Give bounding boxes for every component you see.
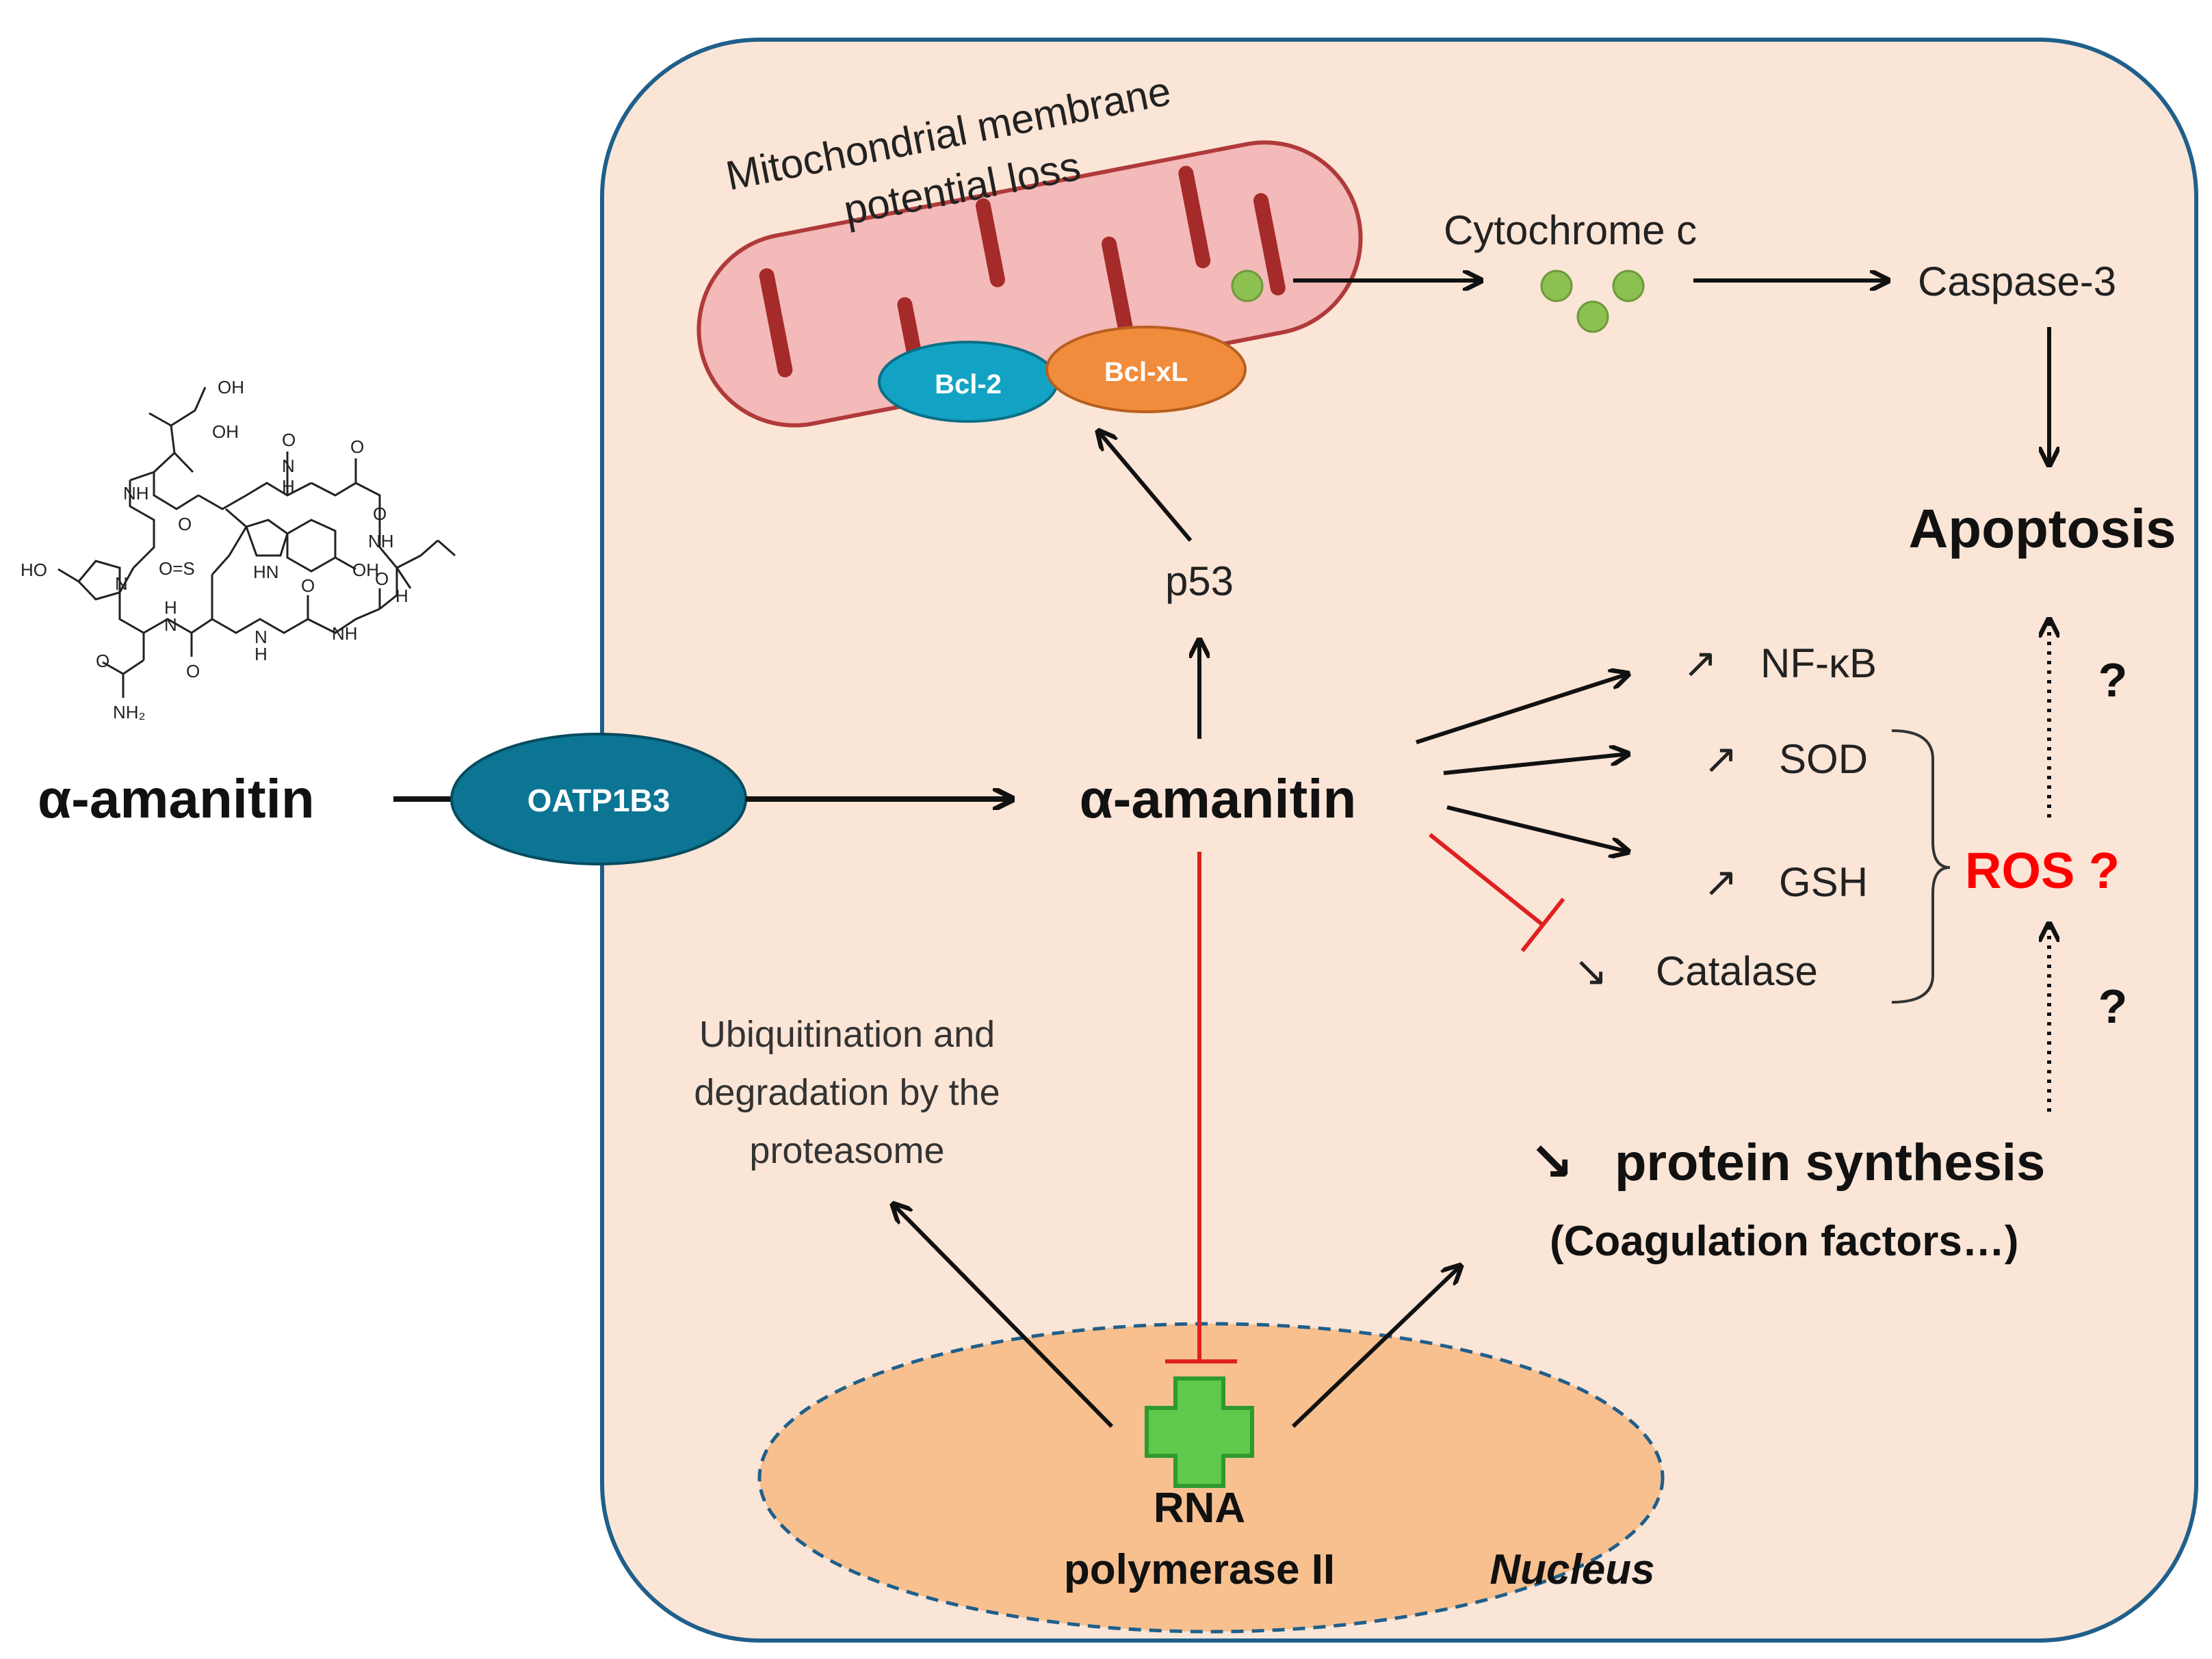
- svg-text:N: N: [255, 627, 268, 647]
- question-mark-top: ?: [2098, 653, 2128, 707]
- amanitin-chemical-structure: OH OH NH N H HO N O=S HN OH NH H N H N H…: [21, 377, 456, 722]
- svg-text:O=S: O=S: [159, 558, 195, 579]
- svg-text:O: O: [375, 569, 389, 589]
- sod-up-arrow-icon: ↗: [1704, 736, 1738, 782]
- svg-text:HO: HO: [21, 560, 47, 580]
- ubiquitination-line3: proteasome: [749, 1130, 944, 1171]
- nucleus-label: Nucleus: [1489, 1546, 1654, 1593]
- catalase-down-arrow-icon: ↘: [1574, 948, 1608, 994]
- arrow-p53-to-bcl: [1098, 431, 1193, 542]
- svg-text:OH: OH: [352, 560, 379, 580]
- svg-text:O: O: [350, 436, 364, 457]
- svg-text:O: O: [186, 661, 200, 681]
- apoptosis-label: Apoptosis: [1908, 498, 2176, 559]
- amanitin-outside-label: α-amanitin: [38, 768, 315, 829]
- p53-label: p53: [1165, 558, 1234, 604]
- svg-text:H: H: [164, 597, 177, 618]
- mitochondrion: [697, 140, 1363, 428]
- catalase-label: Catalase: [1656, 948, 1818, 994]
- svg-text:OH: OH: [212, 421, 239, 442]
- arrow-to-nfkb: [1416, 674, 1628, 744]
- bclxl-protein: [1045, 326, 1247, 413]
- svg-text:O: O: [178, 514, 192, 534]
- bcl2-label: Bcl-2: [935, 369, 1002, 400]
- svg-text:N: N: [282, 456, 295, 476]
- arrow-rna-to-protein-synthesis: [1291, 1266, 1461, 1428]
- svg-text:H: H: [282, 476, 295, 497]
- arrow-rna-to-ubiquitination: [893, 1204, 1114, 1428]
- svg-text:NH₂: NH₂: [113, 702, 146, 722]
- svg-text:NH: NH: [368, 531, 394, 551]
- nfkb-label: NF-κB: [1760, 640, 1877, 686]
- arrow-to-sod: [1443, 754, 1628, 775]
- rna-polymerase-cross-icon: [1145, 1376, 1254, 1488]
- ubiquitination-line1: Ubiquitination and: [699, 1014, 995, 1055]
- rna-label-line1: RNA: [1154, 1485, 1245, 1532]
- svg-text:N: N: [115, 573, 128, 594]
- protein-synthesis-label: protein synthesis: [1615, 1134, 2045, 1192]
- amanitin-inside-label: α-amanitin: [1080, 768, 1357, 829]
- cytochrome-label: Cytochrome c: [1444, 207, 1697, 253]
- coagulation-factors-label: (Coagulation factors…): [1550, 1218, 2018, 1265]
- svg-text:H: H: [395, 586, 408, 606]
- svg-text:N: N: [164, 614, 177, 635]
- svg-text:H: H: [255, 644, 268, 664]
- arrow-to-gsh: [1446, 805, 1628, 852]
- inhibit-catalase: [1429, 833, 1565, 952]
- ros-label: ROS ?: [1965, 842, 2120, 899]
- oatp1b3-label: OATP1B3: [528, 783, 671, 818]
- nfkb-up-arrow-icon: ↗: [1683, 640, 1717, 686]
- svg-text:O: O: [373, 504, 387, 524]
- inhibit-rna-polymerase: [1165, 852, 1237, 1363]
- protein-down-arrow-icon: ↘: [1529, 1132, 1574, 1192]
- caspase-label: Caspase-3: [1918, 259, 2116, 304]
- sod-label: SOD: [1779, 736, 1868, 782]
- cytochrome-dots: [1540, 270, 1645, 333]
- antioxidant-bracket: [1891, 729, 1951, 1004]
- svg-text:O: O: [282, 430, 296, 450]
- ubiquitination-line2: degradation by the: [694, 1072, 1000, 1113]
- svg-text:HN: HN: [253, 562, 279, 582]
- gsh-label: GSH: [1779, 859, 1868, 905]
- gsh-up-arrow-icon: ↗: [1704, 859, 1738, 905]
- question-mark-bottom: ?: [2098, 980, 2128, 1033]
- cytochrome-dot-in-mito: [1231, 270, 1264, 302]
- svg-text:O: O: [96, 651, 109, 671]
- svg-text:NH: NH: [332, 623, 358, 644]
- svg-text:O: O: [301, 575, 315, 596]
- svg-text:OH: OH: [218, 377, 244, 397]
- svg-text:NH: NH: [123, 483, 149, 504]
- bclxl-label: Bcl-xL: [1104, 357, 1188, 387]
- rna-label-line2: polymerase II: [1064, 1546, 1335, 1593]
